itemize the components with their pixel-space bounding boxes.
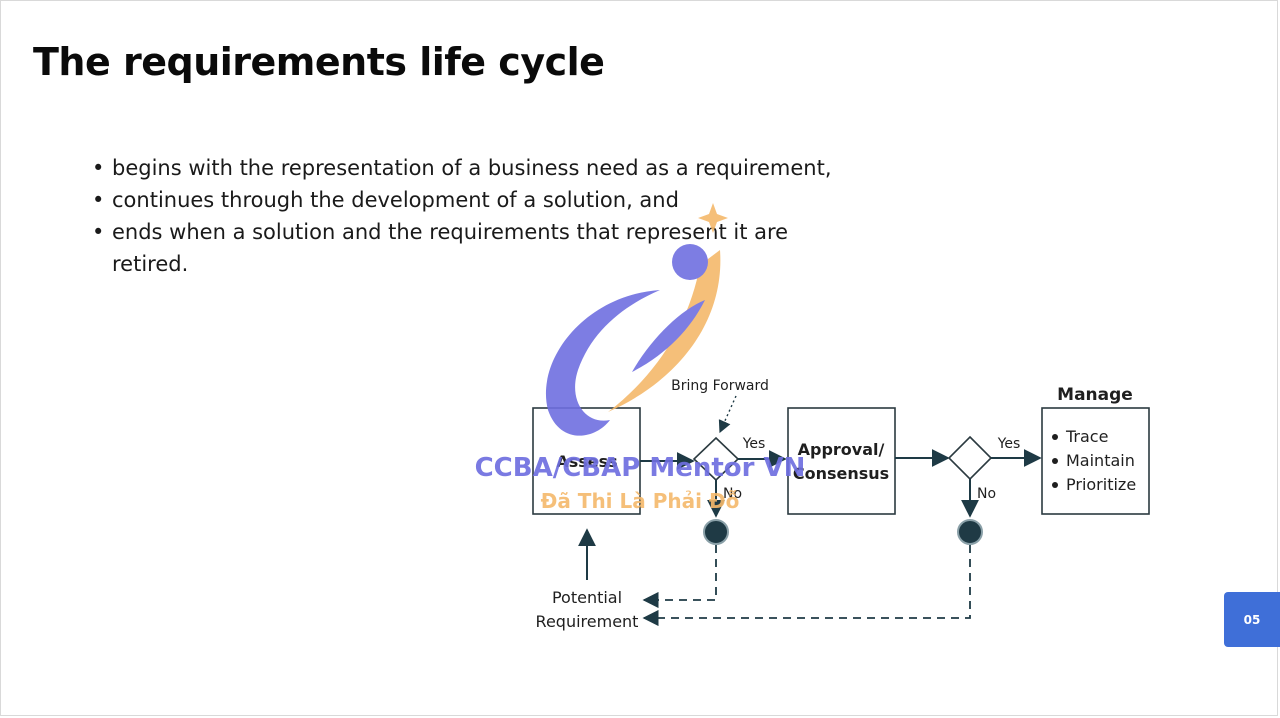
no-label-2: No — [977, 486, 996, 502]
bullet-item: begins with the representation of a busi… — [92, 152, 852, 184]
watermark-title: CCBA/CBAP Mentor VN — [475, 453, 806, 483]
manage-item: Prioritize — [1066, 475, 1136, 494]
approval-box — [787, 407, 896, 515]
approval-label-2: Consensus — [793, 464, 889, 483]
manage-item: Maintain — [1066, 451, 1135, 470]
watermark-logo — [545, 203, 728, 436]
page-number-badge: 05 — [1224, 592, 1280, 647]
bullet-item: ends when a solution and the requirement… — [92, 216, 852, 280]
manage-bullet — [1052, 458, 1058, 464]
watermark-subtitle: Đã Thi Là Phải Đỗ — [541, 489, 740, 513]
potential-label-2: Requirement — [536, 612, 639, 631]
manage-item: Trace — [1065, 427, 1108, 446]
bring-forward-label: Bring Forward — [671, 378, 769, 394]
potential-label-1: Potential — [552, 588, 622, 607]
decision-diamond-2 — [947, 435, 993, 481]
return-path-2 — [642, 545, 971, 627]
manage-bullet — [1052, 482, 1058, 488]
no-label-1: No — [723, 486, 742, 502]
return-path-1 — [642, 545, 717, 609]
bring-forward-arrow — [718, 395, 737, 434]
end-node-1 — [703, 519, 729, 545]
yes-label-1: Yes — [742, 436, 766, 452]
end-node-2 — [957, 519, 983, 545]
manage-box — [1041, 407, 1150, 515]
approval-label-1: Approval/ — [798, 440, 885, 459]
manage-title: Manage — [1057, 385, 1133, 405]
bullet-list: begins with the representation of a busi… — [92, 152, 852, 280]
slide-title: The requirements life cycle — [33, 40, 605, 84]
yes-label-2: Yes — [997, 436, 1021, 452]
manage-bullet — [1052, 434, 1058, 440]
bullet-item: continues through the development of a s… — [92, 184, 852, 216]
assess-label: Assess — [556, 452, 617, 471]
